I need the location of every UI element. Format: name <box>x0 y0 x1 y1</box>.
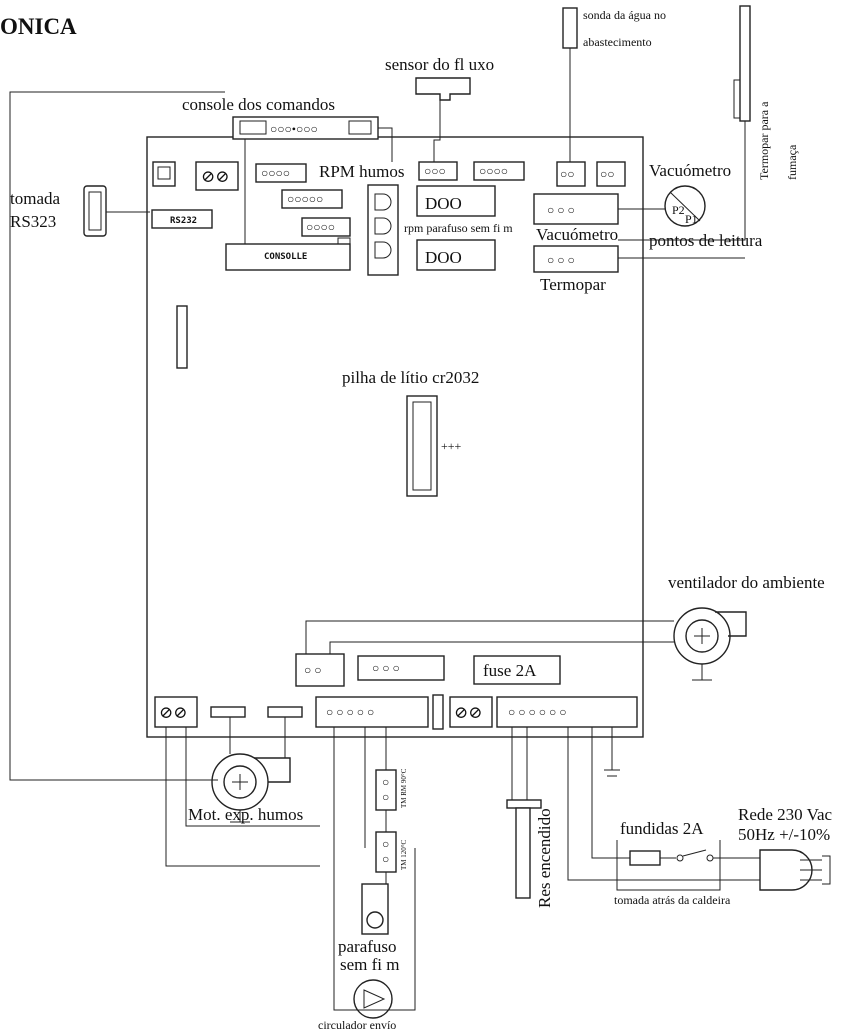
svg-text:○: ○ <box>382 790 389 804</box>
exhaust-motor-label: Mot. exp. humos <box>188 805 303 824</box>
bottom-connector-right <box>496 696 638 728</box>
circulator-label: circulador envío <box>318 1018 396 1032</box>
boiler-socket-label: tomada atrás da caldeira <box>614 893 731 907</box>
connector-4pin-b <box>473 161 525 181</box>
svg-text:○○○•○○○: ○○○•○○○ <box>270 122 318 136</box>
flow-sensor-label: sensor do fl uxo <box>385 55 494 74</box>
console-label: console dos comandos <box>182 95 335 114</box>
svg-text:○○: ○○ <box>600 167 615 181</box>
svg-text:⊘⊘: ⊘⊘ <box>201 167 230 186</box>
svg-text:○ ○ ○: ○ ○ ○ <box>372 661 400 675</box>
bottom-terminal-mid <box>449 696 493 728</box>
rs-socket-label: tomada <box>10 189 60 208</box>
fuse-holder <box>629 850 661 866</box>
reading-points-label: pontos de leitura <box>649 231 763 250</box>
svg-text:fumaça: fumaça <box>785 144 799 180</box>
vertical-connector <box>367 184 399 276</box>
vacuometer-connector-label: Vacuómetro <box>536 225 618 244</box>
svg-text:abastecimento: abastecimento <box>583 35 652 49</box>
svg-text:○: ○ <box>382 775 389 789</box>
igniter-label: Res encendido <box>535 808 554 908</box>
tm120-label: TM 120°C <box>400 839 408 870</box>
bottom-terminal-left <box>154 696 198 728</box>
screw-rpm-connector-bottom <box>416 239 496 271</box>
svg-text:○ ○ ○ ○ ○: ○ ○ ○ ○ ○ <box>326 705 374 719</box>
water-probe-label: sonda da água no <box>583 8 666 22</box>
rs232-socket-icon <box>83 185 107 237</box>
fan-connector <box>295 653 345 687</box>
svg-text:○○○○: ○○○○ <box>261 166 290 180</box>
smoke-thermocouple-label: Termopar para a <box>757 101 771 180</box>
vacuometer-label: Vacuómetro <box>649 161 731 180</box>
svg-text:○○: ○○ <box>560 167 575 181</box>
rs232-chip <box>151 209 213 229</box>
fuse-box <box>473 655 561 685</box>
connector-4pin-c <box>301 217 351 237</box>
mains-label: Rede 230 Vac <box>738 805 833 824</box>
svg-text:RS323: RS323 <box>10 212 56 231</box>
connector-4pin-a <box>255 163 307 183</box>
thermocouple-label: Termopar <box>540 275 606 294</box>
svg-text:○ ○ ○: ○ ○ ○ <box>547 203 575 217</box>
auger-motor-icon <box>361 883 389 935</box>
consolle-label: CONSOLLE <box>264 252 307 262</box>
battery-label: pilha de lítio cr2032 <box>342 368 479 387</box>
smoke-thermocouple-icon <box>739 5 751 122</box>
screw-rpm-connector-top <box>416 185 496 217</box>
tm90-label: TM RM 90°C <box>400 768 408 808</box>
fuse-label: fuse 2A <box>483 661 537 680</box>
connector-5pin <box>281 189 343 209</box>
svg-text:○ ○ ○ ○ ○ ○: ○ ○ ○ ○ ○ ○ <box>508 705 567 719</box>
circulator-pump-icon <box>353 979 393 1019</box>
svg-text:○ ○ ○: ○ ○ ○ <box>547 253 575 267</box>
connector-2pin <box>152 161 176 187</box>
svg-text:50Hz +/-10%: 50Hz +/-10% <box>738 825 830 844</box>
board-slot <box>176 305 188 369</box>
bottom-connector-main <box>315 696 429 728</box>
consolle-module <box>225 243 351 271</box>
room-fan-label: ventilador do ambiente <box>668 573 825 592</box>
svg-text:sem fi m: sem fi m <box>340 955 400 974</box>
svg-text:○: ○ <box>382 837 389 851</box>
rpm-humos-label: RPM humos <box>319 162 405 181</box>
battery-holder <box>406 395 438 497</box>
auger-label: parafuso <box>338 937 397 956</box>
page-title: ONICA <box>0 14 77 39</box>
rs232-chip-label: RS232 <box>170 216 197 226</box>
svg-text:○○○○: ○○○○ <box>306 220 335 234</box>
svg-text:○○○○: ○○○○ <box>479 164 508 178</box>
bottom-small-comp <box>432 694 444 730</box>
vacuometer-icon <box>664 185 706 227</box>
terminal-block <box>195 161 239 191</box>
water-probe-icon <box>562 7 578 49</box>
thermocouple-connector <box>533 245 619 273</box>
bottom-plug-a <box>210 706 246 718</box>
svg-text:○○○: ○○○ <box>424 164 446 178</box>
svg-text:DOO: DOO <box>425 194 462 213</box>
igniter-resistance <box>506 799 542 809</box>
svg-text:DOO: DOO <box>425 248 462 267</box>
fuses-label: fundidas 2A <box>620 819 704 838</box>
motor-wire-loop <box>9 91 225 781</box>
flow-sensor-icon <box>415 77 471 101</box>
svg-text:○: ○ <box>382 852 389 866</box>
connector-2pin-b <box>596 161 626 187</box>
svg-text:+++: +++ <box>441 439 462 453</box>
p1-label: P1 <box>685 212 698 226</box>
svg-text:○○○○○: ○○○○○ <box>287 192 323 206</box>
svg-text:⊘⊘: ⊘⊘ <box>159 703 188 722</box>
bottom-connector-3pin <box>357 655 445 681</box>
screw-rpm-label: rpm parafuso sem fi m <box>404 221 513 235</box>
p2-label: P2 <box>672 203 685 217</box>
connector-3pin <box>418 161 458 181</box>
control-board <box>146 136 644 738</box>
svg-text:⊘⊘: ⊘⊘ <box>454 703 483 722</box>
svg-text:○ ○: ○ ○ <box>304 663 322 677</box>
connector-water <box>556 161 586 187</box>
mains-plug-icon <box>759 849 813 891</box>
bottom-plug-b <box>267 706 303 718</box>
